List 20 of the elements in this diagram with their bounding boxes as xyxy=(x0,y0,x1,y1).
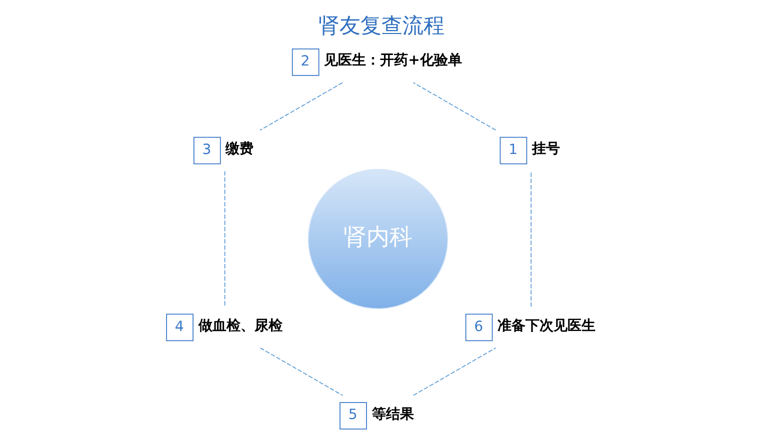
connector xyxy=(260,82,343,131)
node-circle: 肾内科 xyxy=(308,168,448,310)
node-box: 4 xyxy=(166,314,194,342)
node-box: 2 xyxy=(292,48,320,76)
node-label: 准备下次见医生 xyxy=(498,318,596,334)
node-label: 缴费 xyxy=(226,141,254,158)
diagram-title: 肾友复查流程 xyxy=(318,12,445,38)
node-label: 挂号 xyxy=(532,141,560,158)
node-label: 等结果 xyxy=(372,406,414,422)
node-box: 6 xyxy=(465,314,493,342)
node-box: 1 xyxy=(500,136,528,164)
connector xyxy=(224,170,226,308)
connector xyxy=(413,347,496,396)
node-label: 见医生：开药+化验单 xyxy=(324,52,462,69)
node-label: 做血检、尿检 xyxy=(198,318,282,334)
connector xyxy=(260,347,344,396)
node-box: 3 xyxy=(193,136,221,164)
connector xyxy=(530,170,532,308)
node-box: 5 xyxy=(340,402,367,430)
connector xyxy=(412,82,496,131)
